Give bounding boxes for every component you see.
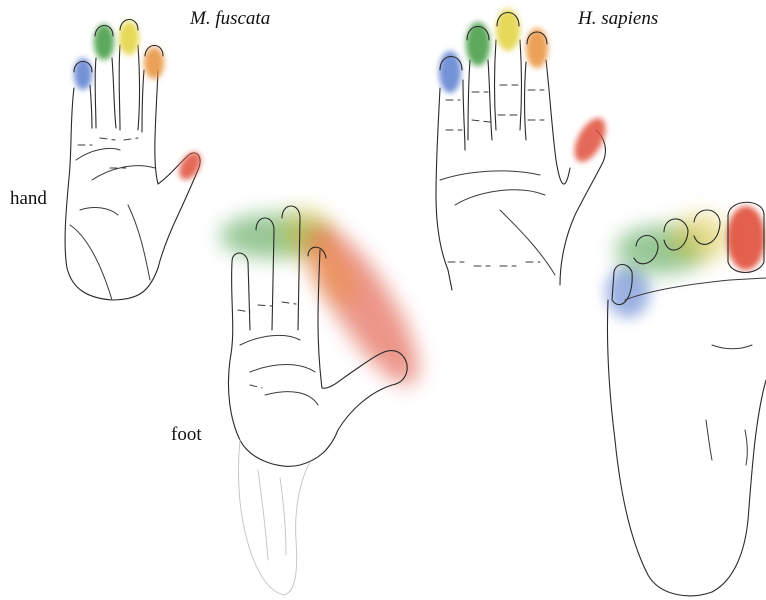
digit-4-tip — [496, 9, 520, 51]
human-foot-yellow-smear — [670, 214, 730, 262]
digit-2-tip — [439, 51, 461, 93]
human-foot — [606, 202, 766, 596]
digit-2-tip — [74, 58, 92, 90]
human-hand — [436, 40, 605, 290]
digit-3-tip — [466, 22, 490, 66]
digit-1-tip — [175, 149, 206, 184]
human-foot-red-toe — [727, 206, 765, 270]
macaque-foot — [220, 206, 436, 595]
digit-5-tip — [526, 28, 548, 68]
digit-5-tip — [144, 47, 164, 79]
digit-4-tip — [119, 21, 139, 55]
digit-1-tip — [568, 113, 612, 167]
